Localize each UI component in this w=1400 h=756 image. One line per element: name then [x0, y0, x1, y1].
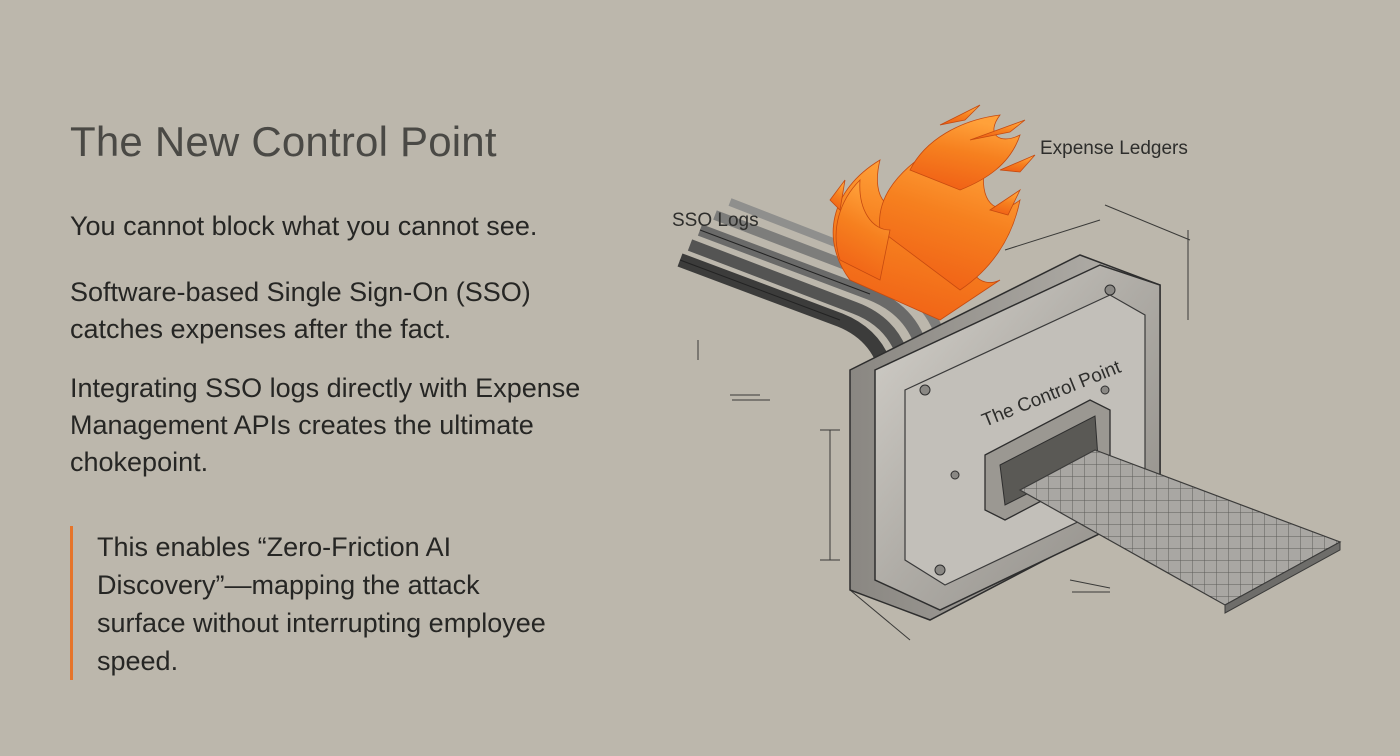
- callout-text: This enables “Zero-Friction AI Discovery…: [97, 532, 546, 676]
- expense-ledgers-label: Expense Ledgers: [1040, 138, 1188, 159]
- paragraph-1: You cannot block what you cannot see.: [70, 211, 538, 241]
- expense-flames: [829, 104, 1036, 321]
- output-grid-tray: [1018, 449, 1342, 614]
- paragraph-3: Integrating SSO logs directly with Expen…: [70, 373, 581, 477]
- control-point-diagram: The Control Point SSO Logs Expense Ledge…: [672, 104, 1342, 641]
- dimension-lines: [697, 204, 1191, 641]
- slide-title: The New Control Point: [70, 118, 497, 165]
- sso-logs-label: SSO Logs: [672, 210, 759, 231]
- callout-box: This enables “Zero-Friction AI Discovery…: [70, 526, 573, 680]
- paragraph-2: Software-based Single Sign-On (SSO) catc…: [70, 277, 531, 344]
